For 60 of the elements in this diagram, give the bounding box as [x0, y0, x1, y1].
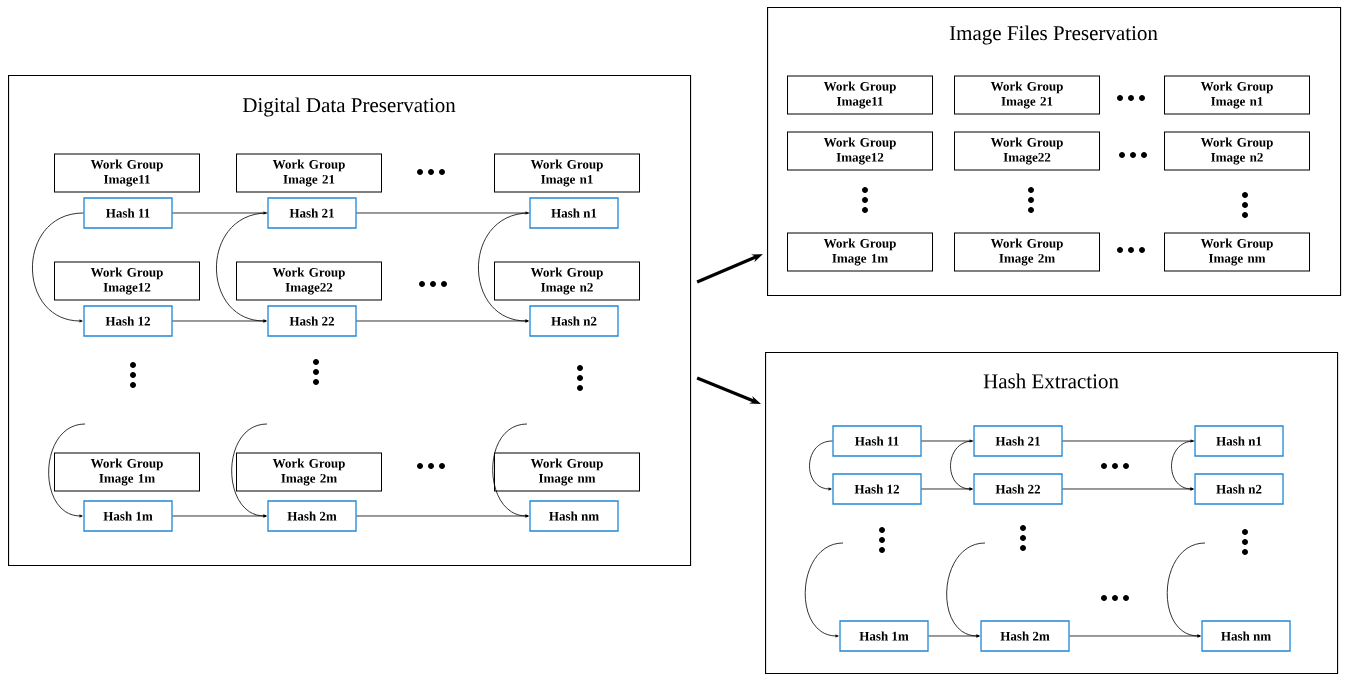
- image-box: Work Group Image 1m: [54, 452, 200, 492]
- image-box: Work Group Image12: [787, 131, 933, 171]
- hash-box: Hash 22: [267, 305, 357, 337]
- curved-arrow: [478, 212, 530, 323]
- image-box: Work Group Image n2: [1164, 131, 1310, 171]
- hash-box: Hash 22: [973, 473, 1063, 505]
- curved-arrow: [48, 423, 86, 518]
- arrow: [1062, 439, 1194, 443]
- curved-arrow: [216, 212, 268, 323]
- curved-arrow: [492, 423, 529, 518]
- hash-box: Hash 12: [832, 473, 922, 505]
- hash-box: Hash 21: [267, 197, 357, 229]
- hash-box: Hash n2: [1194, 473, 1284, 505]
- image-box: Work Group Image nm: [494, 452, 640, 492]
- arrow: [921, 439, 973, 443]
- image-box: Work Group Image22: [236, 261, 382, 301]
- image-box: Work Group Image 2m: [954, 232, 1100, 272]
- arrow: [928, 634, 980, 638]
- hash-box: Hash 11: [832, 425, 922, 457]
- arrow: [1062, 487, 1194, 491]
- arrow: [921, 487, 973, 491]
- image-box: Work Group Image22: [954, 131, 1100, 171]
- hash-box: Hash n1: [529, 197, 619, 229]
- hash-box: Hash nm: [1201, 620, 1291, 652]
- curved-arrow: [1166, 542, 1206, 638]
- image-box: Work Group Image 2m: [236, 452, 382, 492]
- arrow: [1069, 634, 1201, 638]
- hash-box: Hash nm: [529, 500, 619, 532]
- arrow: [172, 514, 267, 518]
- image-box: Work Group Image12: [54, 261, 200, 301]
- hash-box: Hash n1: [1194, 425, 1284, 457]
- arrow: [356, 319, 529, 323]
- arrow: [356, 211, 529, 215]
- image-box: Work Group Image n2: [494, 261, 640, 301]
- hash-box: Hash 11: [83, 197, 173, 229]
- hash-box: Hash 2m: [980, 620, 1070, 652]
- hash-box: Hash 12: [83, 305, 173, 337]
- curved-arrow: [231, 423, 268, 518]
- curved-arrow: [1171, 440, 1195, 491]
- curved-arrow: [32, 212, 84, 323]
- hash-box: Hash 1m: [839, 620, 929, 652]
- image-box: Work Group Image n1: [1164, 75, 1310, 115]
- arrow: [172, 319, 267, 323]
- hash-box: Hash 21: [973, 425, 1063, 457]
- arrow: [356, 514, 529, 518]
- image-box: Work Group Image 21: [954, 75, 1100, 115]
- hash-box: Hash 1m: [83, 500, 173, 532]
- curved-arrow: [946, 542, 986, 638]
- image-box: Work Group Image nm: [1164, 232, 1310, 272]
- hash-box: Hash n2: [529, 305, 619, 337]
- image-box: Work Group Image11: [787, 75, 933, 115]
- curved-arrow: [809, 440, 833, 491]
- arrow: [172, 211, 267, 215]
- curved-arrow: [950, 440, 974, 491]
- image-box: Work Group Image n1: [494, 153, 640, 193]
- image-box: Work Group Image11: [54, 153, 200, 193]
- curved-arrow: [804, 542, 844, 638]
- image-box: Work Group Image 1m: [787, 232, 933, 272]
- hash-box: Hash 2m: [267, 500, 357, 532]
- image-box: Work Group Image 21: [236, 153, 382, 193]
